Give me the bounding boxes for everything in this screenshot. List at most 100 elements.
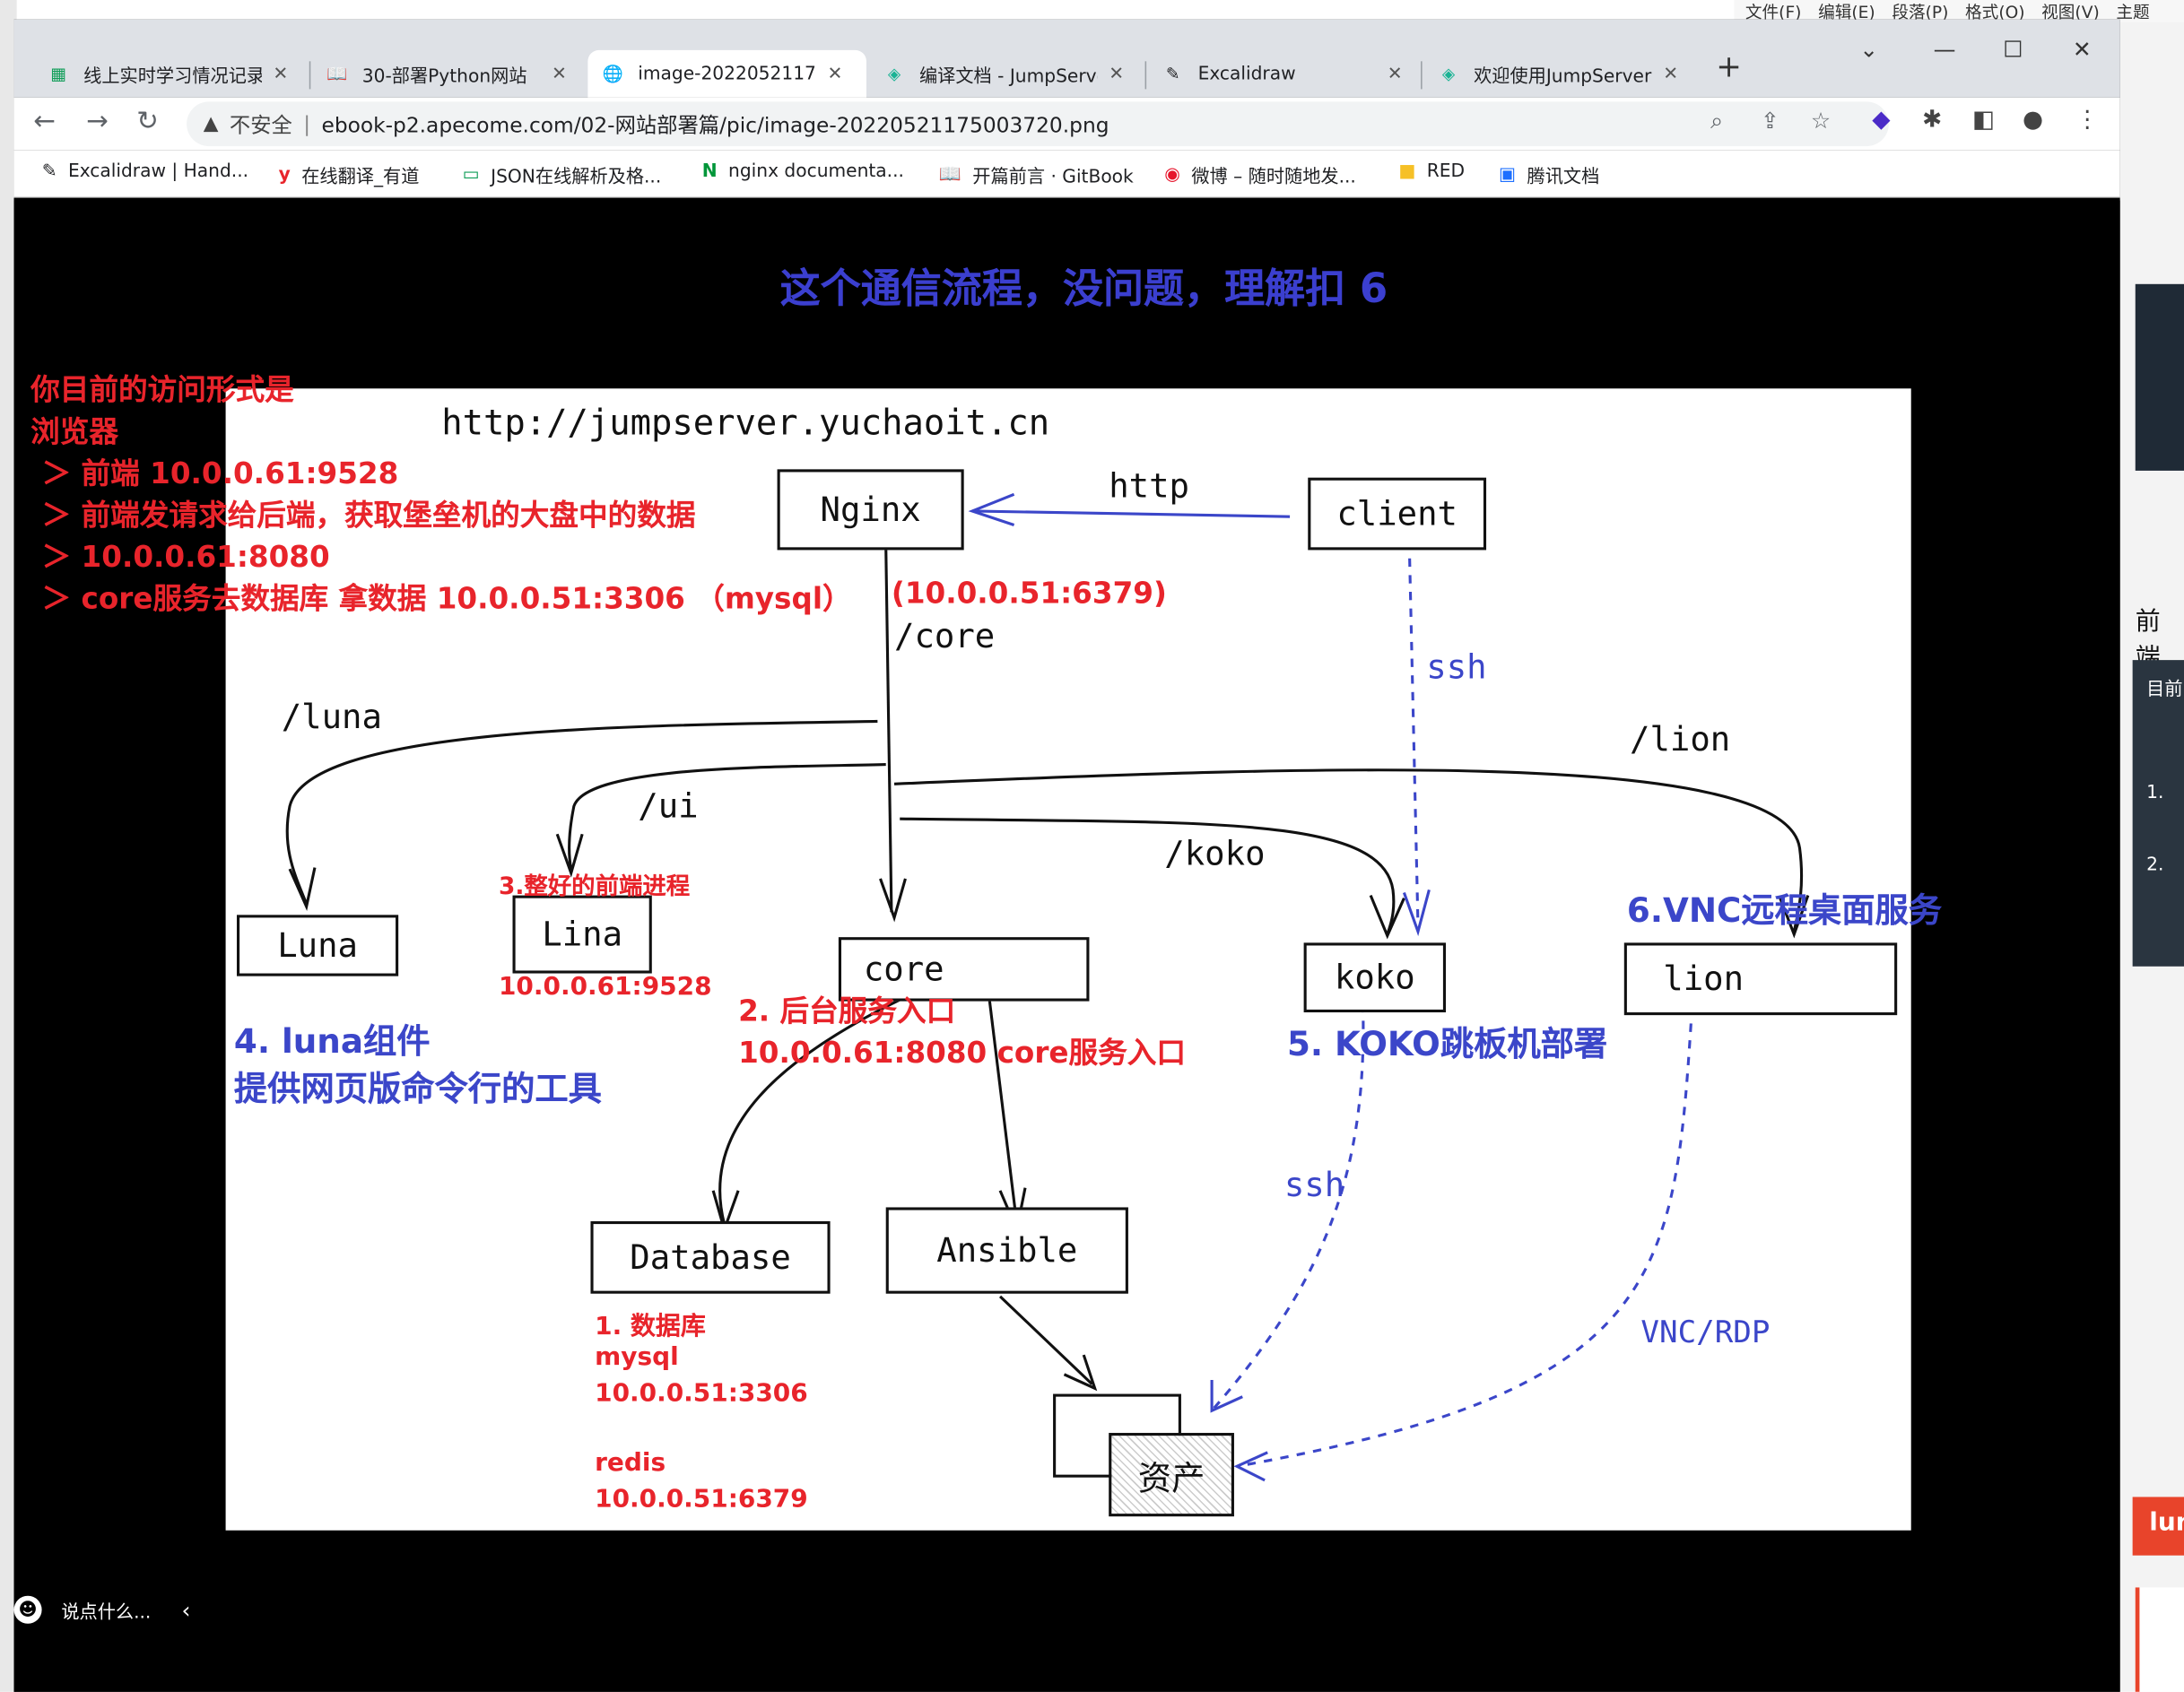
menu-kebab-icon[interactable]: ⋮ — [2075, 106, 2100, 134]
note-db-redis: redis — [595, 1448, 666, 1478]
tab-excalidraw[interactable]: ✎ Excalidraw ✕ — [1148, 50, 1417, 98]
ansible-connector — [988, 995, 1019, 1225]
note-lina: 3.整好的前端进程 — [498, 872, 691, 901]
tab-separator — [309, 61, 311, 90]
bookmark-red[interactable]: ■RED — [1398, 161, 1465, 182]
close-icon[interactable]: ✕ — [827, 63, 843, 84]
close-icon[interactable]: ✕ — [1663, 63, 1679, 84]
tab-image[interactable]: 🌐 image-2022052117 ✕ — [587, 49, 866, 98]
note-access-title: 你目前的访问形式是 — [30, 373, 294, 407]
bookmark-excalidraw[interactable]: ✎Excalidraw | Hand... — [42, 161, 248, 182]
menu-paragraph[interactable]: 段落(P) — [1892, 2, 1949, 22]
emoji-icon[interactable]: ☻ — [13, 1595, 42, 1624]
back-arrow-icon[interactable]: ← — [33, 106, 56, 137]
node-database: Database — [590, 1220, 831, 1294]
chat-placeholder[interactable]: 说点什么... — [61, 1601, 152, 1624]
koko-arrowhead — [1369, 894, 1405, 940]
tab-jumpserver-welcome[interactable]: ◈ 欢迎使用JumpServer ✕ — [1423, 50, 1692, 98]
extension-cube-icon[interactable]: ◆ — [1872, 106, 1891, 134]
jumpserver-icon: ◈ — [887, 64, 901, 84]
reload-icon[interactable]: ↻ — [136, 106, 159, 137]
minimize-icon[interactable]: — — [1933, 36, 1956, 63]
note-luna: 4. luna组件 — [233, 1021, 431, 1062]
tab-label: Excalidraw — [1197, 63, 1296, 84]
address-bar[interactable]: ▲ 不安全 | ebook-p2.apecome.com/02-网站部署篇/pi… — [187, 101, 1889, 147]
extensions-puzzle-icon[interactable]: ✱ — [1922, 106, 1943, 134]
new-tab-button[interactable]: + — [1716, 49, 1742, 85]
tab-search-chevron-icon[interactable]: ⌄ — [1859, 36, 1879, 63]
note-frontend: ＞ 前端 10.0.0.61:9528 — [41, 456, 399, 490]
diagram-url: http://jumpserver.yuchaoit.cn — [441, 402, 1050, 443]
side-card — [2135, 1587, 2184, 1692]
note-core-port: ＞ 10.0.0.61:8080 — [41, 540, 330, 574]
asset-arrowhead — [1063, 1354, 1098, 1392]
label-koko-path: /koko — [1164, 834, 1266, 873]
note-luna-desc: 提供网页版命令行的工具 — [233, 1069, 602, 1109]
profile-avatar-icon[interactable]: ● — [2022, 106, 2044, 134]
note-core-addr: 10.0.0.61:8080 core服务入口 — [738, 1036, 1186, 1070]
luna-connector — [285, 719, 878, 905]
label-ssh-client: ssh — [1426, 647, 1487, 687]
tab-separator — [1144, 61, 1147, 90]
note-frontend-request: ＞ 前端发请求给后端，获取堡垒机的大盘中的数据 — [41, 498, 696, 533]
menu-format[interactable]: 格式(O) — [1965, 2, 2025, 22]
url-text[interactable]: ebook-p2.apecome.com/02-网站部署篇/pic/image-… — [321, 112, 1109, 137]
tab-python-deploy[interactable]: 📖 30-部署Python网站 ✕ — [312, 50, 581, 98]
close-icon[interactable]: ✕ — [1109, 63, 1125, 84]
menu-theme[interactable]: 主题 — [2116, 2, 2150, 22]
close-icon[interactable]: ✕ — [1387, 63, 1403, 84]
star-icon[interactable]: ☆ — [1810, 107, 1832, 134]
close-icon[interactable]: ✕ — [551, 63, 567, 84]
zoom-icon[interactable]: ⌕ — [1710, 107, 1724, 134]
vnc-connector — [1236, 1023, 1692, 1468]
node-koko: koko — [1303, 942, 1447, 1013]
bookmark-label: JSON在线解析及格... — [491, 167, 662, 188]
note-lina-addr: 10.0.0.61:9528 — [498, 971, 712, 1002]
share-icon[interactable]: ⇪ — [1760, 107, 1779, 134]
tab-jumpserver-compile[interactable]: ◈ 编译文档 - JumpServer ✕ — [869, 50, 1138, 98]
jumpserver-icon: ◈ — [1441, 64, 1456, 84]
weibo-icon: ◉ — [1164, 164, 1180, 186]
label-lion-path: /lion — [1630, 719, 1731, 759]
menu-file[interactable]: 文件(F) — [1745, 2, 1802, 22]
bookmark-tencent-docs[interactable]: ▣腾讯文档 — [1499, 161, 1599, 187]
side-panel-item: 1. — [2146, 782, 2164, 804]
bookmark-weibo[interactable]: ◉微博 – 随时随地发... — [1164, 161, 1356, 187]
security-status[interactable]: 不安全 — [229, 112, 292, 137]
tab-label: 欢迎使用JumpServer — [1474, 65, 1652, 88]
folder-icon: ■ — [1398, 161, 1416, 183]
menu-edit[interactable]: 编辑(E) — [1818, 2, 1875, 22]
side-panel-icon[interactable]: ◧ — [1972, 106, 1995, 134]
forward-arrow-icon[interactable]: → — [86, 106, 109, 137]
koko-ssh-arrowhead — [1210, 1380, 1243, 1413]
lion-connector — [893, 768, 1804, 933]
node-lion: lion — [1623, 942, 1898, 1016]
book-icon: 📖 — [326, 64, 348, 84]
label-luna-path: /luna — [281, 698, 382, 737]
sheets-icon: ▦ — [50, 64, 67, 84]
client-ssh-connector — [1408, 558, 1420, 925]
menu-view[interactable]: 视图(V) — [2041, 2, 2100, 22]
note-lion: 6.VNC远程桌面服务 — [1626, 890, 1943, 931]
chevron-left-icon[interactable]: ‹ — [181, 1596, 191, 1624]
close-icon[interactable]: ✕ — [273, 63, 289, 84]
label-http: http — [1109, 466, 1189, 506]
bookmark-json[interactable]: ▭JSON在线解析及格... — [463, 161, 662, 188]
bookmark-gitbook[interactable]: 📖开篇前言 · GitBook — [939, 161, 1134, 187]
window-close-icon[interactable]: ✕ — [2072, 36, 2092, 63]
side-panel-item: 2. — [2146, 855, 2164, 876]
tab-strip: ▦ 线上实时学习情况记录 ✕ 📖 30-部署Python网站 ✕ 🌐 image… — [13, 19, 2120, 98]
database-connector — [718, 997, 904, 1225]
divider: | — [303, 111, 311, 137]
tab-study-record[interactable]: ▦ 线上实时学习情况记录 ✕ — [33, 50, 302, 98]
maximize-icon[interactable]: ☐ — [2003, 36, 2023, 63]
tab-label: 线上实时学习情况记录 — [83, 65, 262, 88]
chat-input-bar[interactable]: ☻ 说点什么... ‹ — [13, 1582, 226, 1637]
diagram-image: http://jumpserver.yuchaoit.cn Nginx clie… — [225, 388, 1911, 1531]
note-browser: 浏览器 — [30, 414, 119, 449]
desktop-left-strip — [0, 0, 17, 1692]
lion-arrowhead — [1779, 895, 1810, 939]
